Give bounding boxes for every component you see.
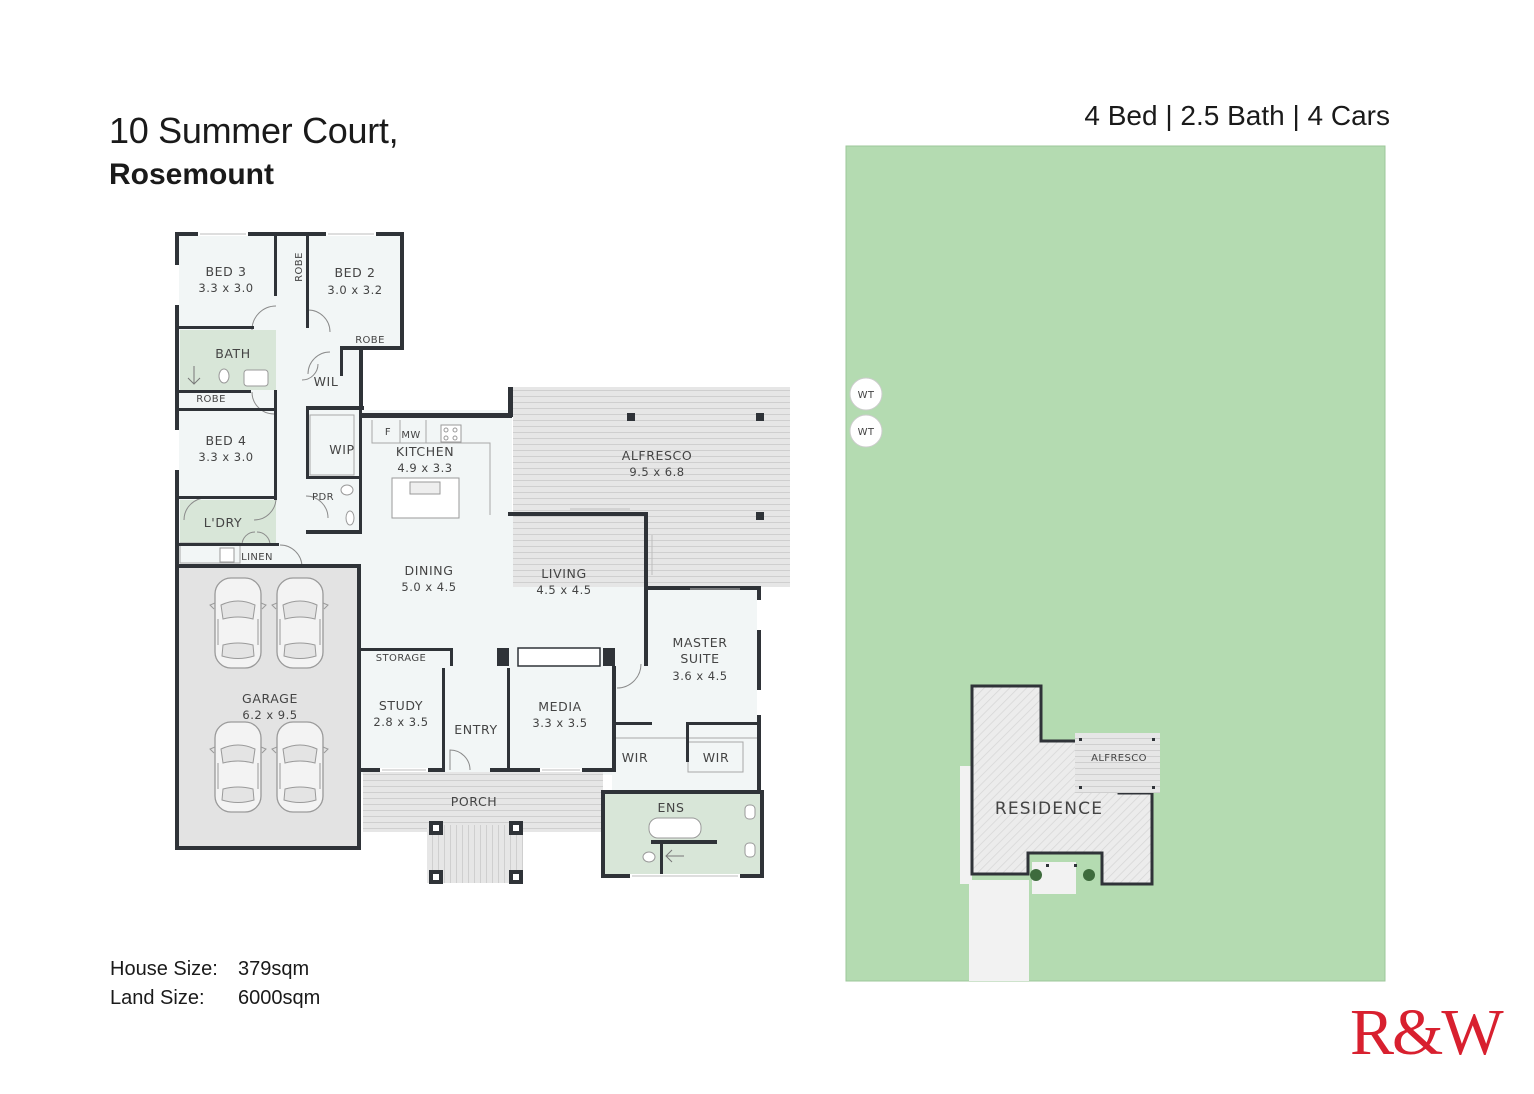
driveway <box>969 880 1029 981</box>
dining-dim: 5.0 x 4.5 <box>401 580 456 594</box>
master-label: MASTER <box>672 635 727 650</box>
fixtures <box>218 368 756 863</box>
residence-footprint <box>970 684 1154 886</box>
bed4-label: BED 4 <box>205 433 246 448</box>
land-size-value: 6000sqm <box>238 987 321 1009</box>
address-suburb: Rosemount <box>109 158 274 191</box>
porch-deck <box>363 772 603 832</box>
alfresco-dim: 9.5 x 6.8 <box>629 465 684 479</box>
master-label-2: SUITE <box>680 651 719 666</box>
bath-label: BATH <box>215 346 251 361</box>
car-icon <box>209 721 267 813</box>
entry-label: ENTRY <box>454 722 497 737</box>
living-dim: 4.5 x 4.5 <box>536 583 591 597</box>
wil-label: WIL <box>314 374 339 389</box>
kitchen-dim: 4.9 x 3.3 <box>397 461 452 475</box>
car-icon <box>271 721 329 813</box>
garage-label: GARAGE <box>242 691 298 706</box>
wip-label: WIP <box>329 442 354 457</box>
shower-icon <box>665 849 684 863</box>
bed2-label: BED 2 <box>334 265 375 280</box>
ensuite-label: ENS <box>658 800 685 815</box>
car-icon <box>271 577 329 669</box>
alfresco-label: ALFRESCO <box>622 448 693 463</box>
media-dim: 3.3 x 3.5 <box>532 716 587 730</box>
address-street: 10 Summer Court, <box>109 110 399 151</box>
floor-areas <box>178 235 790 883</box>
garage-floor <box>179 568 359 848</box>
garage-dim: 6.2 x 9.5 <box>242 708 297 722</box>
bed4-dim: 3.3 x 3.0 <box>198 450 253 464</box>
water-tank-label: WT <box>858 390 875 401</box>
laundry-floor <box>180 500 276 543</box>
water-tank-icon <box>849 377 883 411</box>
shower-icon <box>187 366 201 385</box>
residence-alfresco-deck <box>1075 733 1160 793</box>
water-tank-label: WT <box>858 427 875 438</box>
kitchen-label: KITCHEN <box>396 444 454 459</box>
living-label: LIVING <box>541 566 587 581</box>
shrub-icon <box>1030 869 1042 881</box>
house-size-label: House Size: <box>110 958 218 980</box>
microwave-label: MW <box>401 430 420 441</box>
wir-label: WIR <box>703 750 730 765</box>
porch-label: PORCH <box>451 794 498 809</box>
residence-label: RESIDENCE <box>995 799 1103 819</box>
dining-label: DINING <box>405 563 454 578</box>
laundry-label: L'DRY <box>204 515 243 530</box>
media-label: MEDIA <box>538 699 582 714</box>
bed2-dim: 3.0 x 3.2 <box>327 283 382 297</box>
robe-label: ROBE <box>196 394 226 405</box>
land-size-row: Land Size: 6000sqm <box>110 987 320 1010</box>
wir-label: WIR <box>622 750 649 765</box>
storage-label: STORAGE <box>376 653 426 664</box>
robe-label: ROBE <box>294 252 305 282</box>
shrub-icon <box>1083 869 1095 881</box>
study-dim: 2.8 x 3.5 <box>373 715 428 729</box>
bed3-dim: 3.3 x 3.0 <box>198 281 253 295</box>
property-summary: 4 Bed | 2.5 Bath | 4 Cars <box>1084 100 1390 131</box>
pdr-label: PDR <box>312 492 334 503</box>
house-size-value: 379sqm <box>238 958 310 980</box>
bed3-label: BED 3 <box>205 264 246 279</box>
car-icon <box>209 577 267 669</box>
master-dim: 3.6 x 4.5 <box>672 669 727 683</box>
site-alfresco-label: ALFRESCO <box>1091 753 1147 764</box>
brand-logo: R&W <box>1350 996 1504 1069</box>
fridge-label: F <box>385 427 391 438</box>
side-path <box>960 766 972 884</box>
land-size-label: Land Size: <box>110 987 205 1009</box>
house-size-row: House Size: 379sqm <box>110 958 309 981</box>
linen-label: LINEN <box>241 552 273 563</box>
study-label: STUDY <box>379 698 423 713</box>
robe-label: ROBE <box>355 335 385 346</box>
water-tank-icon <box>849 414 883 448</box>
